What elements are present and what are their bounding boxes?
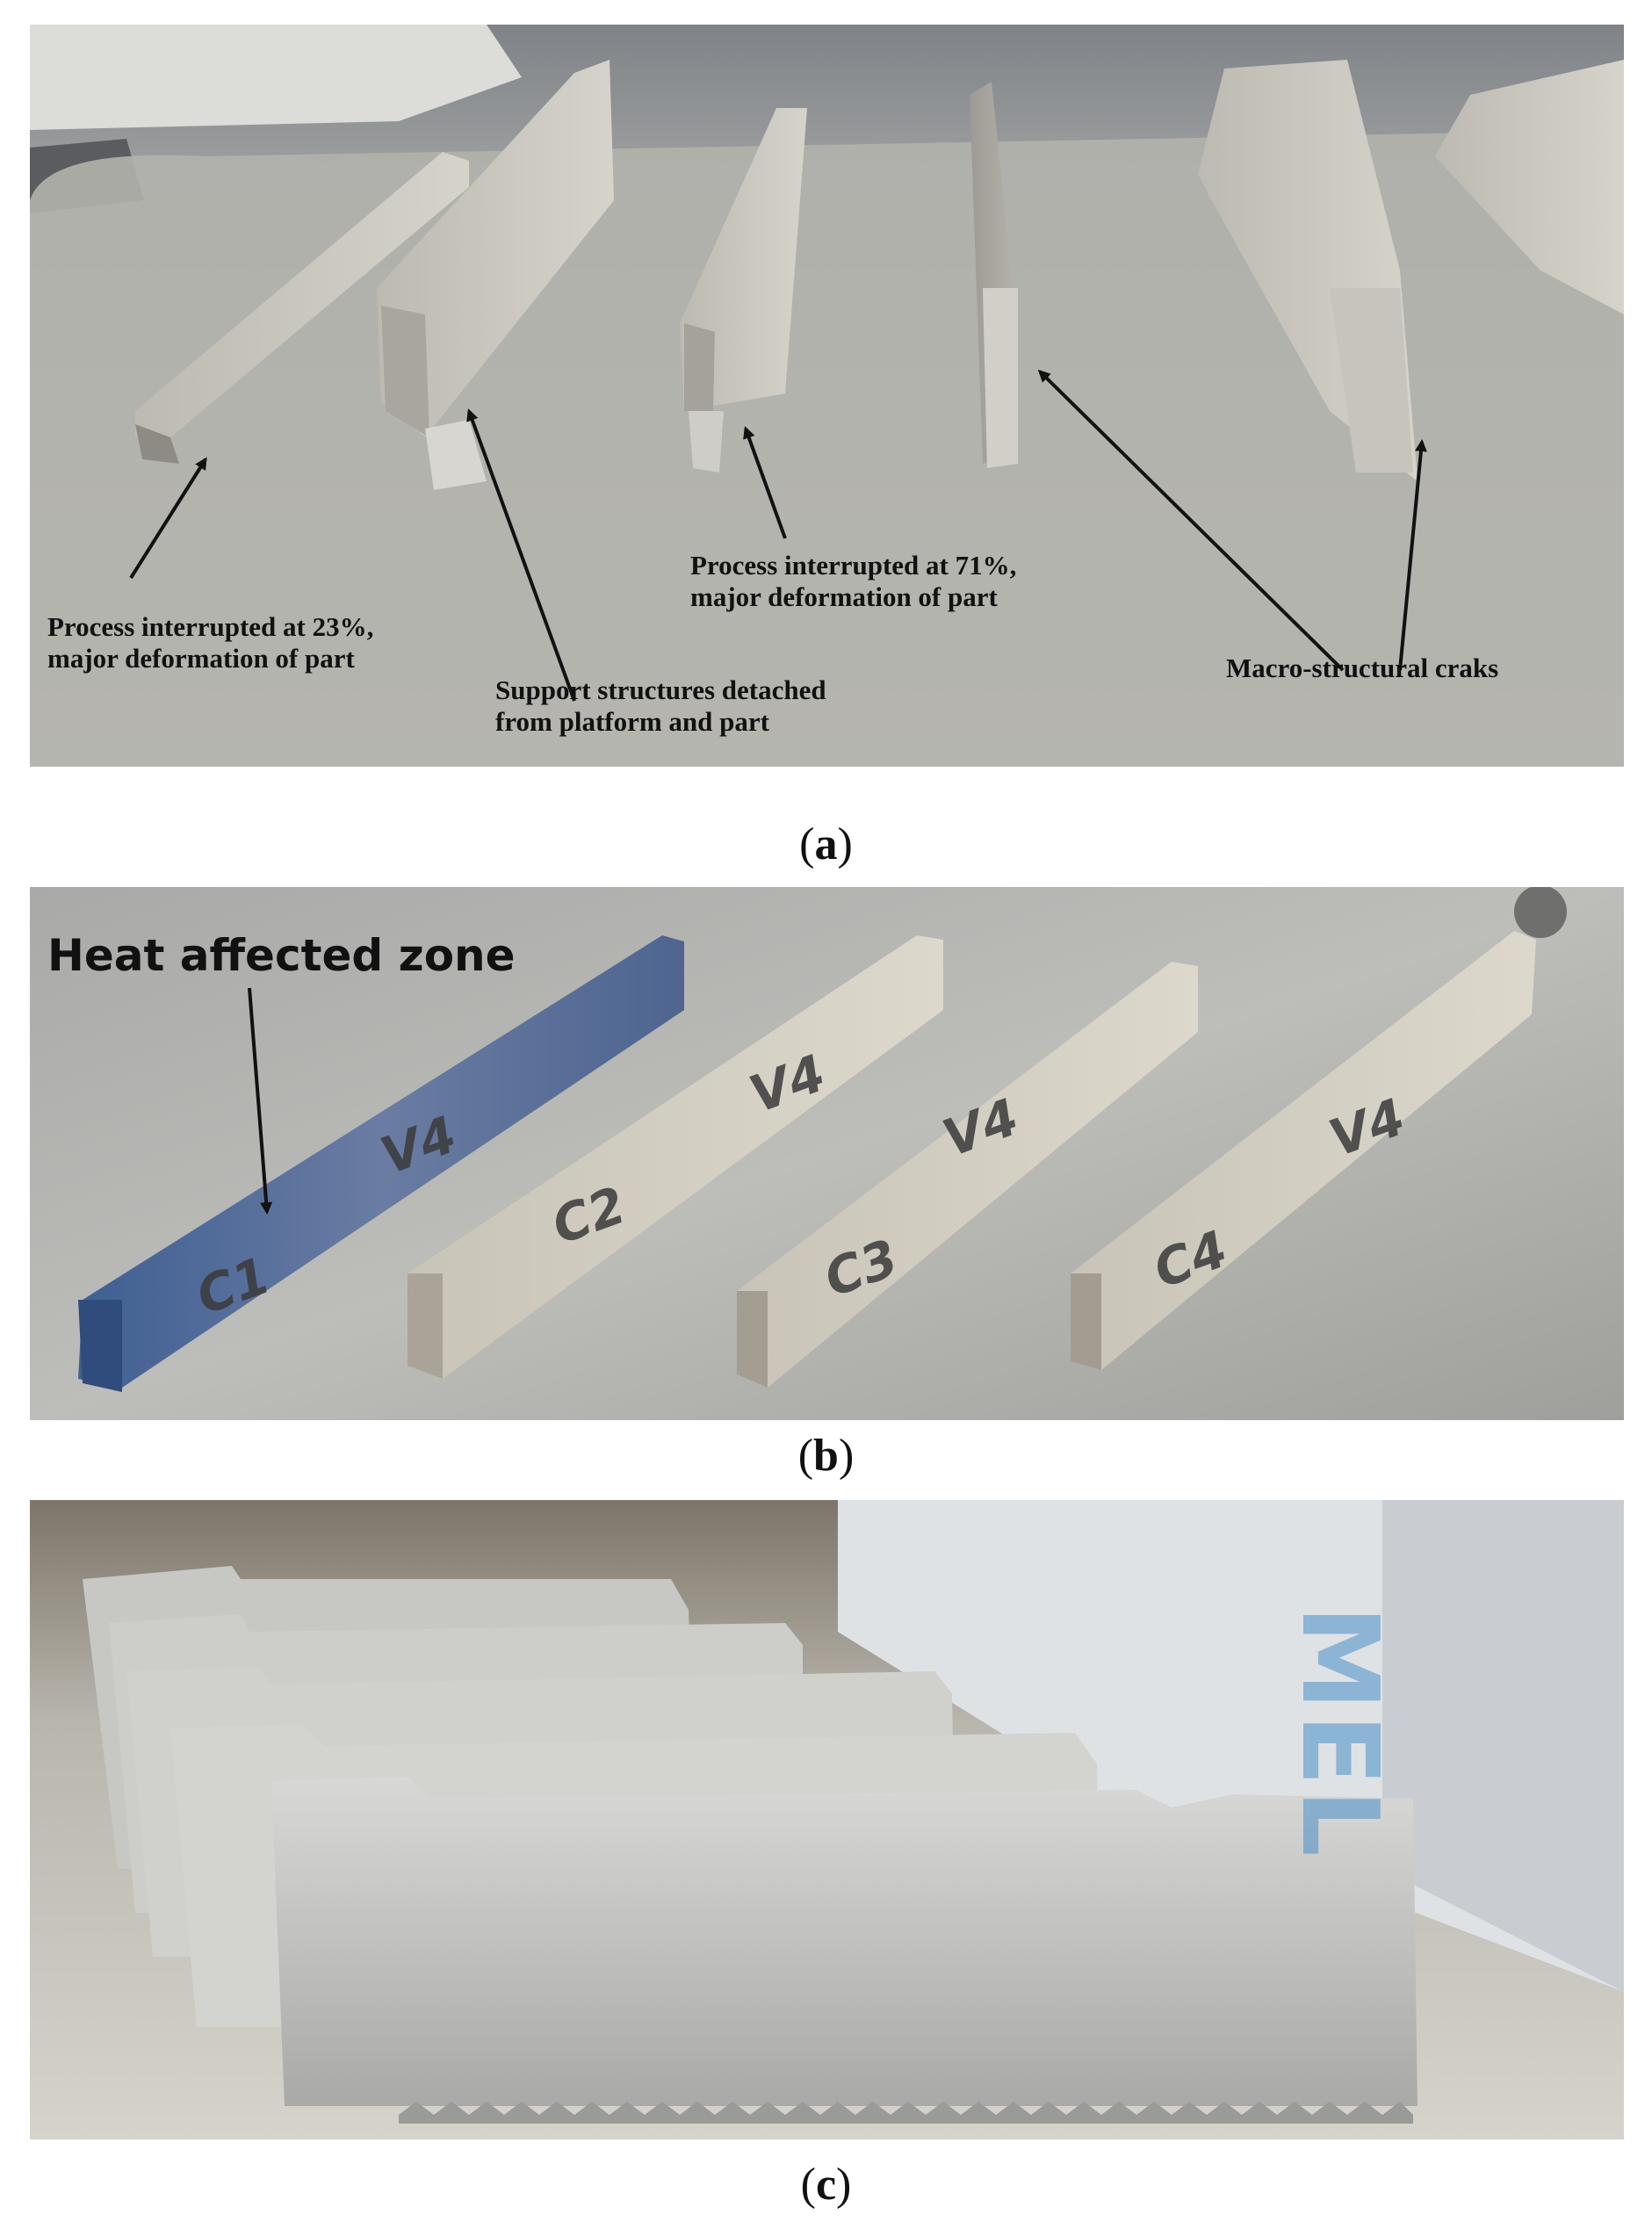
caption-b: (b) [797,1431,855,1481]
caption-c: (c) [800,2160,852,2210]
annotation-heat-affected-zone: Heat affected zone [47,930,516,981]
panel-b-photo: C1 V4 C2 V4 C3 V4 C4 V4 Heat affected zo… [30,887,1624,1420]
machine-lettering: MEL [1278,1605,1400,1860]
panel-b-image [30,887,1624,1420]
panel-a-photo: Process interrupted at 23%, major deform… [30,25,1624,767]
annotation-support-detached: Support structures detached from platfor… [495,674,826,737]
panel-c-image [30,1500,1624,2139]
annotation-interrupted-71: Process interrupted at 71%, major deform… [690,550,1017,612]
annotation-interrupted-23: Process interrupted at 23%, major deform… [47,611,374,674]
panel-c-photo: MEL [30,1500,1624,2139]
caption-a: (a) [799,819,853,869]
annotation-macro-cracks: Macro-structural craks [1226,653,1499,683]
